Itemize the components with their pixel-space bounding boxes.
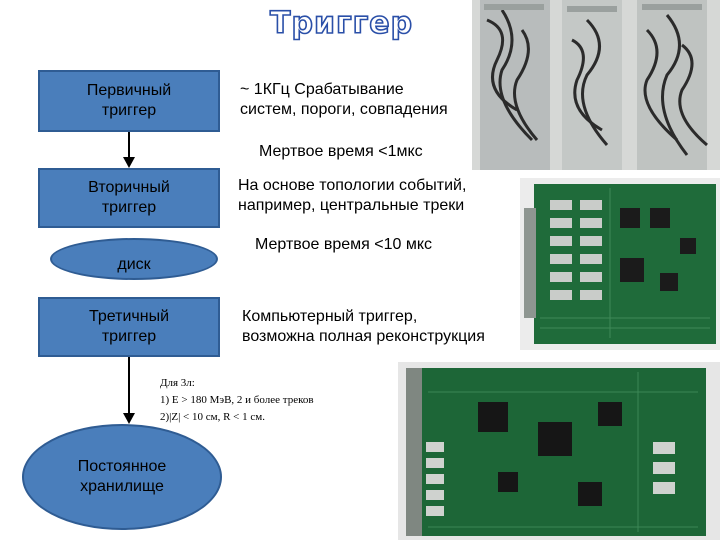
- secondary-trigger-box: Вторичный триггер: [38, 168, 220, 228]
- secondary-trigger-label: Вторичный триггер: [88, 179, 170, 216]
- connector-line-1: [128, 132, 130, 157]
- secondary-dead-time: Мертвое время <10 мкс: [255, 236, 433, 253]
- processor-board-photo: [398, 362, 720, 540]
- primary-trigger-description: ~ 1КГц Срабатывание систем, пороги, совп…: [240, 81, 448, 118]
- primary-trigger-label: Первичный триггер: [86, 82, 172, 119]
- tertiary-trigger-box: Третичный триггер: [38, 297, 220, 357]
- storage-label: Постоянное хранилище: [77, 458, 167, 495]
- connector-line-2: [128, 357, 130, 413]
- primary-dead-time: Мертвое время <1мкс: [259, 143, 423, 160]
- secondary-trigger-description: На основе топологии событий, например, ц…: [238, 177, 467, 214]
- disk-label: диск: [117, 256, 151, 273]
- primary-trigger-box: Первичный триггер: [38, 70, 220, 132]
- processor-board-image: [398, 362, 720, 540]
- trigger-board-image: [520, 178, 720, 350]
- storage-ellipse: Постоянное хранилище: [22, 424, 222, 530]
- connector-arrow-1: [123, 157, 135, 168]
- disk-ellipse: диск: [50, 238, 218, 280]
- rack-cabinet-photo: [472, 0, 720, 170]
- rack-cabinet-image: [472, 0, 720, 170]
- tertiary-trigger-label: Третичный триггер: [88, 308, 169, 345]
- selection-criteria-note: Для 3л: 1) E > 180 МэВ, 2 и более треков…: [160, 377, 314, 423]
- connector-arrow-2: [123, 413, 135, 424]
- page-title: Триггер: [269, 5, 414, 42]
- trigger-board-photo: [520, 178, 720, 350]
- tertiary-trigger-description: Компьютерный триггер, возможна полная ре…: [242, 308, 485, 345]
